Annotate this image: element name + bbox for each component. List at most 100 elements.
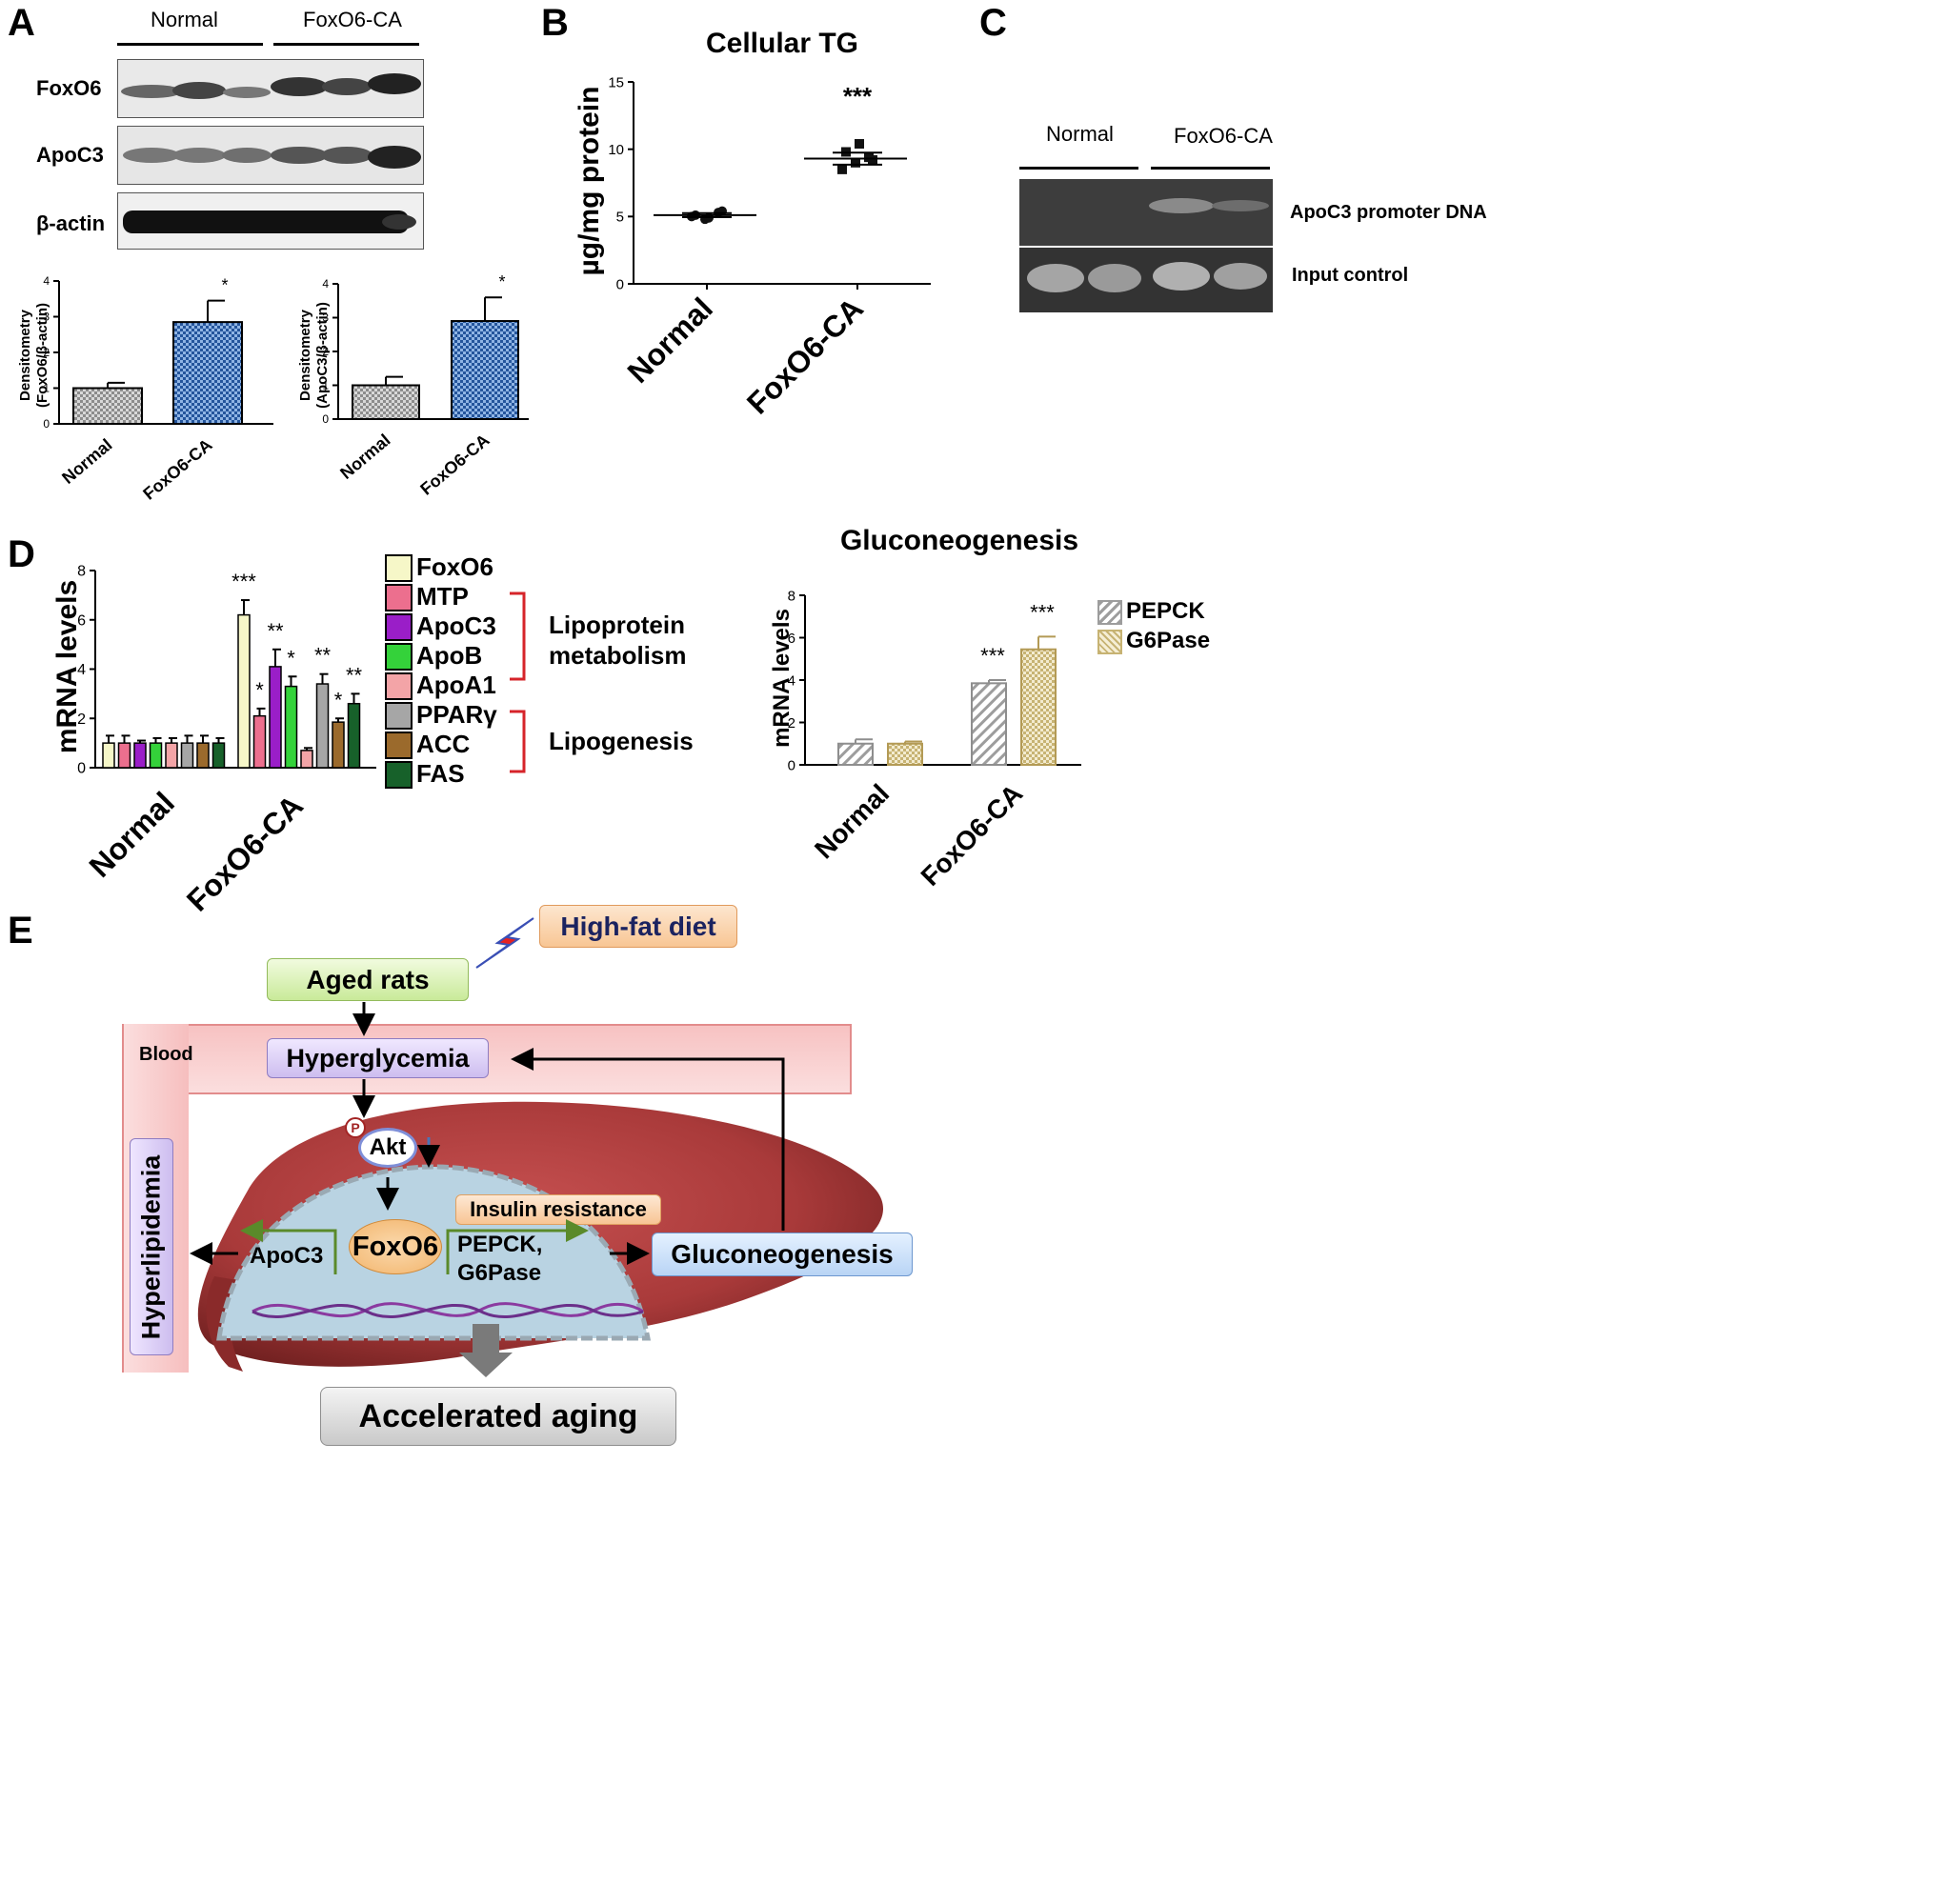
a1-ytick-label-4: 4: [43, 274, 50, 288]
accelerated-aging-box: Accelerated aging: [320, 1387, 676, 1446]
lightning-icon: [475, 917, 534, 969]
b-point-1-1: [851, 157, 860, 168]
panel-b-label: B: [541, 2, 569, 44]
insulin-resistance-box: Insulin resistance: [455, 1194, 661, 1225]
d2-ytick-label-0: 0: [788, 757, 795, 773]
legend-swatch-pepck: [1097, 600, 1122, 625]
d1-ylabel: mRNA levels: [51, 580, 83, 753]
apoc3-gene-label: ApoC3: [250, 1243, 324, 1269]
blot-bands-apoc3: [123, 146, 421, 169]
d1-sig-0-1: ***: [232, 570, 256, 593]
b-point-1-0: [837, 164, 847, 174]
phospho-icon: P: [345, 1117, 366, 1138]
group-bar-normal: [117, 43, 263, 46]
panel-c-label: C: [979, 2, 1007, 44]
aged-rats-box: Aged rats: [267, 958, 469, 1001]
b-ylabel: µg/mg protein: [574, 87, 605, 276]
legend-swatch-ppar: [385, 702, 413, 730]
legend-d2: PEPCK G6Pase: [1097, 598, 1231, 657]
gel-bar-normal: [1019, 167, 1138, 170]
panel-a-label: A: [8, 2, 35, 44]
b-ytick-label-0: 0: [616, 276, 624, 292]
legend-swatch-mtp: [385, 584, 413, 611]
panel-d-label: D: [8, 533, 35, 575]
d1-sig-6-1: *: [334, 688, 343, 711]
d1-sig-3-1: *: [287, 646, 295, 670]
blot-label-foxo6: FoxO6: [36, 76, 102, 100]
gel-bands-input: [1027, 262, 1267, 292]
foxo6-node: FoxO6: [349, 1219, 442, 1274]
d1-sig-7-1: **: [346, 663, 363, 687]
legend-label-mtp: MTP: [416, 582, 469, 611]
a2-sig-1: *: [498, 272, 505, 291]
b-point-1-5: [868, 154, 877, 165]
bracket-label-lipoprotein-line2: metabolism: [549, 641, 687, 670]
d2-title: Gluconeogenesis: [840, 525, 1078, 556]
gel-group-foxo6ca: FoxO6-CA: [1174, 124, 1273, 148]
high-fat-diet-box: High-fat diet: [539, 905, 737, 948]
blot-image-apoc3: [117, 126, 424, 185]
legend-swatch-apob: [385, 643, 413, 671]
d2-sig-1-1: ***: [1030, 600, 1055, 624]
gel-image-promoter: [1019, 179, 1273, 246]
legend-swatch-apoa1: [385, 672, 413, 700]
b-title: Cellular TG: [706, 28, 858, 59]
group-bar-foxo6ca: [273, 43, 419, 46]
legend-brackets: [510, 591, 526, 773]
legend-swatch-acc: [385, 732, 413, 759]
blot-label-apoc3: ApoC3: [36, 143, 104, 167]
blot-image-foxo6: [117, 59, 424, 118]
d1-ytick-label-4: 8: [77, 564, 86, 580]
legend-label-pepck: PEPCK: [1126, 598, 1205, 624]
a2-ytick-label-0: 0: [322, 412, 329, 426]
blot-label-bactin: β-actin: [36, 211, 106, 235]
blot-bands-bactin: [123, 210, 416, 233]
promoter-arrow-apoc3: [240, 1219, 337, 1274]
b-ytick-label-1: 5: [616, 210, 624, 226]
d1-sig-5-1: **: [314, 644, 332, 668]
legend-swatch-fas: [385, 761, 413, 789]
d2-sig-0-1: ***: [980, 644, 1005, 668]
legend-swatch-g6pase: [1097, 630, 1122, 654]
a1-ytick-label-3: 3: [43, 311, 50, 324]
legend-swatch-foxo6: [385, 554, 413, 582]
d1-ytick-label-1: 2: [77, 711, 86, 728]
d1-ytick-label-0: 0: [77, 761, 86, 777]
arrow-gluco-hyperglycemia: [511, 1048, 785, 1231]
b-sig-1: ***: [843, 82, 873, 110]
gel-group-normal: Normal: [1046, 122, 1114, 146]
hyperlipidemia-box: Hyperlipidemia: [130, 1138, 173, 1355]
legend-d1: FoxO6 MTP ApoC3 ApoB ApoA1 PPARγ ACC FAS: [385, 552, 499, 792]
arrow-to-aging: [459, 1324, 513, 1377]
blot-bands-foxo6: [121, 73, 421, 99]
bracket-label-lipoprotein-line1: Lipoprotein: [549, 611, 685, 639]
blood-label: Blood: [139, 1044, 193, 1065]
gel-bar-foxo6ca: [1151, 167, 1270, 170]
d2-ylabel: mRNA levels: [769, 609, 795, 748]
d2-ytick-label-3: 6: [788, 631, 795, 647]
a1-ytick-label-0: 0: [43, 417, 50, 431]
legend-swatch-apoc3: [385, 613, 413, 641]
a1-ytick-label-2: 2: [43, 346, 50, 359]
a2-ytick-label-2: 2: [322, 345, 329, 358]
b-point-1-4: [855, 139, 864, 150]
bracket-label-lipoprotein: Lipoprotein metabolism: [549, 610, 687, 671]
blot-image-bactin: [117, 192, 424, 250]
legend-label-apoc3: ApoC3: [416, 611, 496, 640]
gluconeogenesis-box: Gluconeogenesis: [652, 1233, 913, 1276]
d1-ytick-label-3: 6: [77, 612, 86, 629]
bracket-label-lipogenesis: Lipogenesis: [549, 727, 694, 755]
legend-label-apoa1: ApoA1: [416, 671, 496, 699]
d2-ytick-label-2: 4: [788, 672, 795, 689]
d1-ytick-label-2: 4: [77, 662, 86, 678]
legend-label-acc: ACC: [416, 730, 471, 758]
gel-image-input: [1019, 248, 1273, 312]
d2-bar-1-1: [1020, 648, 1057, 766]
gel-label-promoter: ApoC3 promoter DNA: [1290, 202, 1487, 223]
a2-ytick-label-4: 4: [322, 277, 329, 291]
legend-label-foxo6: FoxO6: [416, 552, 493, 581]
d1-sig-2-1: **: [267, 619, 284, 643]
pepck-gene-label-line2: G6Pase: [457, 1260, 542, 1286]
